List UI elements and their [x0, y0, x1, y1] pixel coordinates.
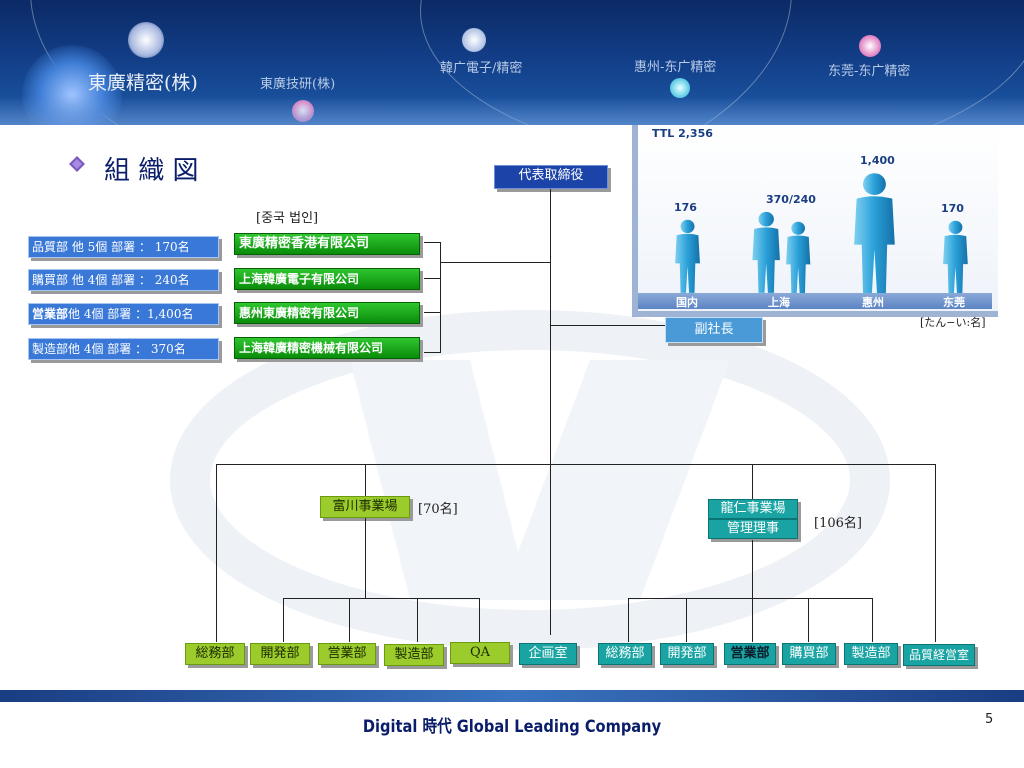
site-count-right: [106名]: [814, 516, 862, 531]
subsidiary-box: 上海韓廣電子有限公司: [234, 268, 420, 290]
nav-link[interactable]: 東廣技研(株): [260, 77, 336, 92]
glow-dot: [462, 28, 486, 52]
watermark-logo: [170, 310, 890, 650]
dept-summary: 品質部 他 5個 部署 ： 170名: [28, 236, 219, 258]
pink-dot: [859, 35, 881, 57]
headcount-chart: [632, 125, 998, 317]
dept-box: 製造部: [844, 643, 898, 665]
dept-summary: 製造部他 4個 部署 ： 370名: [28, 338, 219, 360]
director-box: 管理理事: [708, 519, 798, 539]
subsidiary-box: 上海韓廣精密機械有限公司: [234, 337, 420, 359]
chart-title: TTL 2,356: [652, 127, 713, 140]
dept-box: 品質経営室: [903, 644, 975, 666]
site-count-left: [70名]: [418, 502, 458, 517]
main-trunk-line: [550, 189, 551, 635]
subsidiary-box: 惠州東廣精密有限公司: [234, 302, 420, 324]
cyan-dot: [670, 78, 690, 98]
dept-summary: 購買部 他 4個 部署 ： 240名: [28, 269, 219, 291]
site-box-left: 富川事業場: [320, 496, 410, 518]
vp-box: 副社長: [665, 317, 763, 343]
dept-box: 営業部: [318, 643, 376, 665]
china-corp-label: [중국 법인]: [256, 211, 319, 226]
ceo-box: 代表取締役: [494, 165, 608, 189]
chart-unit-note: [たん−い:名]: [920, 316, 986, 329]
site-box-right: 龍仁事業場: [708, 499, 798, 519]
dept-box-planning: 企画室: [519, 643, 577, 665]
dept-box: 総務部: [185, 643, 245, 665]
company-title: 東廣精密(株): [88, 72, 198, 94]
chart-axis-bar: [638, 293, 992, 309]
nav-link[interactable]: 惠州-东广精密: [634, 60, 717, 75]
dept-box: 開発部: [250, 643, 310, 665]
header-banner: 東廣精密(株) 東廣技研(株) 韓广電子/精密 惠州-东广精密 东莞-东广精密: [0, 0, 1024, 125]
page-title: 組 織 図: [104, 156, 199, 186]
glow-dot: [128, 22, 164, 58]
subsidiary-box: 東廣精密香港有限公司: [234, 233, 420, 255]
dept-box: 営業部: [724, 643, 776, 665]
diamond-bullet-icon: [68, 155, 86, 173]
nav-link[interactable]: 韓广電子/精密: [440, 61, 523, 76]
dept-summary: 営業部他 4個 部署 ：1,400名: [28, 303, 219, 325]
dept-box: 購買部: [782, 643, 836, 665]
page-number: 5: [985, 712, 994, 727]
dept-box: 総務部: [598, 643, 652, 665]
dept-box: 開発部: [660, 643, 714, 665]
dept-bus-line: [216, 464, 936, 465]
dept-box: QA: [450, 642, 510, 664]
dept-box: 製造部: [384, 644, 444, 666]
nav-link[interactable]: 东莞-东广精密: [828, 64, 911, 79]
footer-slogan: Digital 時代 Global Leading Company: [362, 717, 662, 737]
footer-bar: [0, 690, 1024, 702]
